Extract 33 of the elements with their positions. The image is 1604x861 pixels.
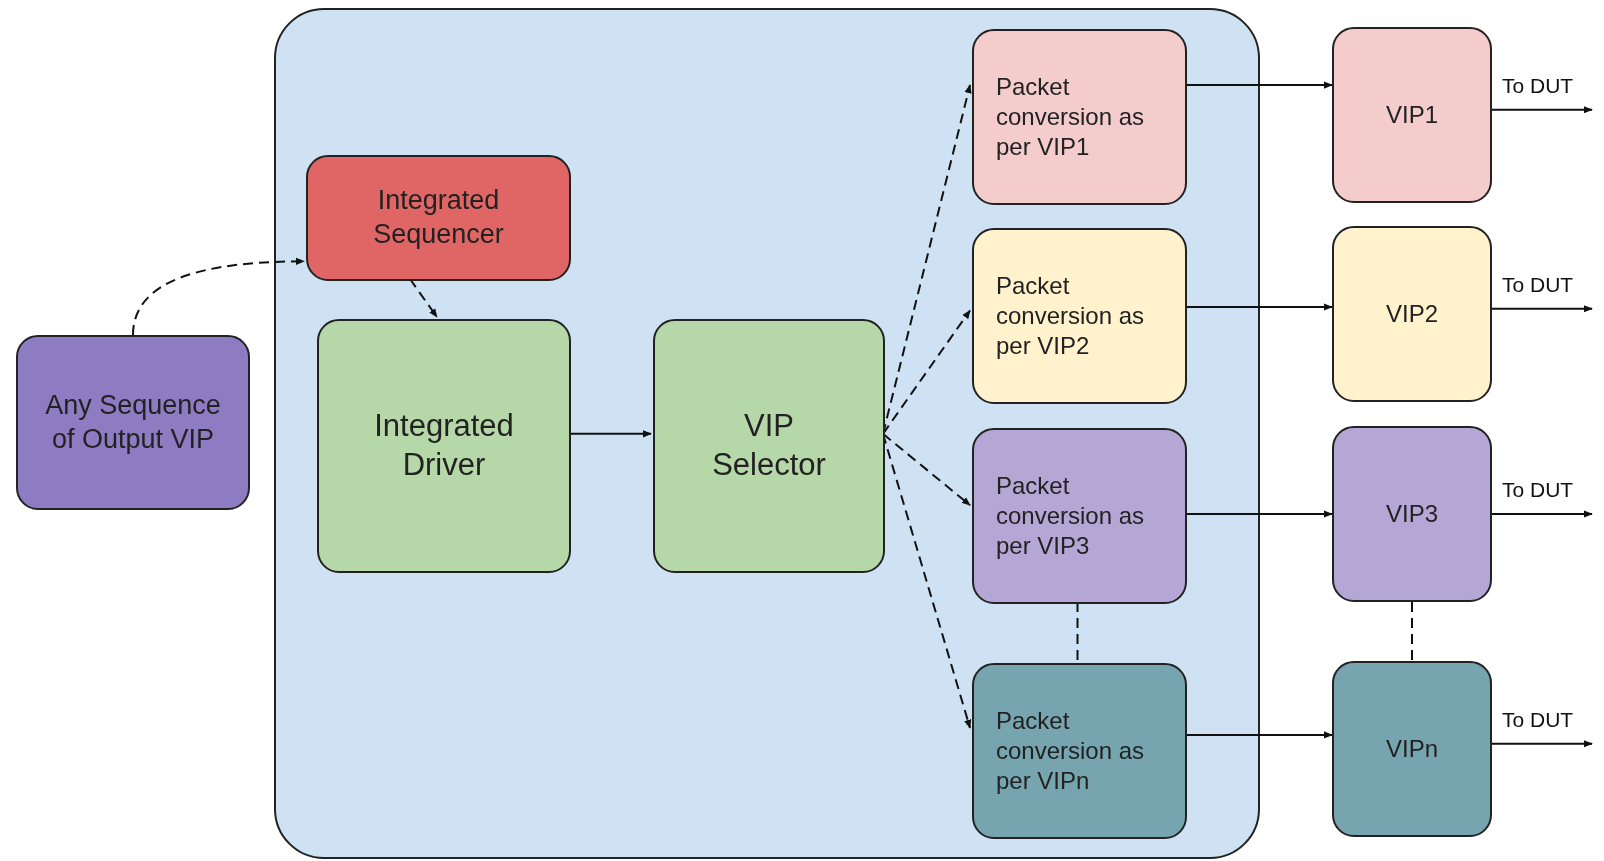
dashed-arrow	[409, 278, 438, 318]
vip-box	[1332, 226, 1492, 402]
selector-box	[653, 319, 885, 573]
node-text: Packet conversion as per VIPn	[996, 706, 1146, 796]
dashed-line	[1076, 601, 1079, 662]
arrow	[1491, 510, 1593, 518]
source-box	[16, 335, 250, 510]
container-panel	[274, 8, 1260, 859]
conversion-box	[972, 228, 1187, 404]
dashed-line	[1411, 601, 1413, 662]
vip-box	[1332, 27, 1492, 203]
vip-box	[1332, 426, 1492, 602]
conversion-box	[972, 428, 1187, 604]
node-text: VIP1	[1386, 100, 1438, 130]
sequencer-box	[306, 155, 571, 281]
node-text: Integrated Driver	[373, 407, 515, 484]
node-text: Packet conversion as per VIP2	[996, 271, 1146, 361]
node-text: Integrated Sequencer	[372, 184, 505, 251]
vip-box	[1332, 661, 1492, 837]
arrow	[1491, 740, 1593, 748]
conversion-box	[972, 29, 1187, 205]
arrow	[1491, 305, 1593, 313]
node-text: VIP3	[1386, 499, 1438, 529]
node-text: Any Sequence of Output VIP	[44, 388, 222, 456]
node-text: VIPn	[1386, 734, 1438, 764]
dashed-arrow	[132, 257, 305, 336]
node-text: Packet conversion as per VIP3	[996, 471, 1146, 561]
node-text: VIP Selector	[711, 407, 827, 484]
node-text: Packet conversion as per VIP1	[996, 72, 1146, 162]
conversion-box	[972, 663, 1187, 839]
node-text: VIP2	[1386, 299, 1438, 329]
arrow	[1491, 106, 1593, 114]
driver-box	[317, 319, 571, 573]
